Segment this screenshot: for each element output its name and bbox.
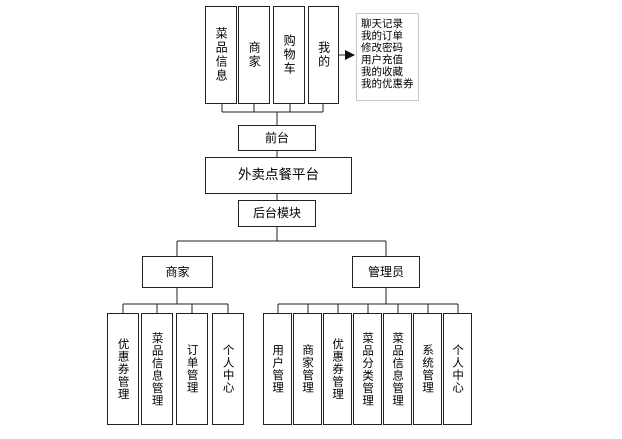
submenu-item: 我的收藏 — [361, 66, 403, 78]
admin-module-dish-category: 菜品分类管理 — [353, 313, 382, 425]
admin-module-system: 系统管理 — [413, 313, 442, 425]
frontend-node-label: 前台 — [264, 130, 289, 145]
module-cart-label: 购物车 — [282, 34, 297, 76]
merchant-module-label: 菜品信息管理 — [150, 331, 165, 407]
platform-node-label: 外卖点餐平台 — [238, 167, 319, 184]
merchant-module-dish-info: 菜品信息管理 — [141, 313, 173, 425]
module-cart: 购物车 — [273, 6, 305, 104]
module-merchant: 商家 — [238, 6, 270, 104]
admin-module-label: 菜品信息管理 — [391, 331, 406, 407]
submenu-item: 聊天记录 — [361, 18, 403, 30]
merchant-role-node: 商家 — [142, 256, 213, 288]
merchant-module-coupon: 优惠券管理 — [107, 313, 139, 425]
backend-node-label: 后台模块 — [252, 206, 301, 221]
submenu-item: 用户充值 — [361, 54, 403, 66]
submenu-item: 修改密码 — [361, 42, 403, 54]
module-mine-label: 我的 — [316, 41, 331, 69]
my-submenu-note: 聊天记录 我的订单 修改密码 用户充值 我的收藏 我的优惠券 — [356, 13, 419, 101]
admin-module-label: 菜品分类管理 — [361, 331, 376, 407]
admin-module-users: 用户管理 — [263, 313, 292, 425]
module-mine: 我的 — [308, 6, 339, 104]
platform-node: 外卖点餐平台 — [205, 157, 352, 194]
admin-module-label: 用户管理 — [271, 344, 286, 394]
submenu-item: 我的订单 — [361, 30, 403, 42]
admin-role-label: 管理员 — [367, 264, 404, 279]
merchant-module-label: 优惠券管理 — [116, 337, 131, 401]
admin-module-label: 个人中心 — [451, 344, 466, 394]
admin-module-profile: 个人中心 — [443, 313, 472, 425]
merchant-module-label: 个人中心 — [221, 344, 236, 394]
admin-module-label: 商家管理 — [301, 344, 316, 394]
merchant-role-label: 商家 — [165, 264, 190, 279]
admin-module-label: 系统管理 — [421, 344, 436, 394]
backend-node: 后台模块 — [238, 200, 316, 227]
merchant-module-orders: 订单管理 — [176, 313, 208, 425]
submenu-item: 我的优惠券 — [361, 78, 414, 90]
admin-module-dish-info: 菜品信息管理 — [383, 313, 412, 425]
merchant-module-label: 订单管理 — [185, 344, 200, 394]
admin-module-label: 优惠券管理 — [331, 337, 346, 401]
admin-module-coupons: 优惠券管理 — [323, 313, 352, 425]
arrow-right-icon — [345, 50, 355, 60]
admin-role-node: 管理员 — [352, 256, 420, 288]
merchant-module-profile: 个人中心 — [212, 313, 244, 425]
module-dish-info: 菜品信息 — [205, 6, 237, 104]
frontend-node: 前台 — [238, 125, 316, 151]
module-dish-info-label: 菜品信息 — [214, 27, 229, 83]
admin-module-merchants: 商家管理 — [293, 313, 322, 425]
module-merchant-label: 商家 — [247, 41, 262, 69]
